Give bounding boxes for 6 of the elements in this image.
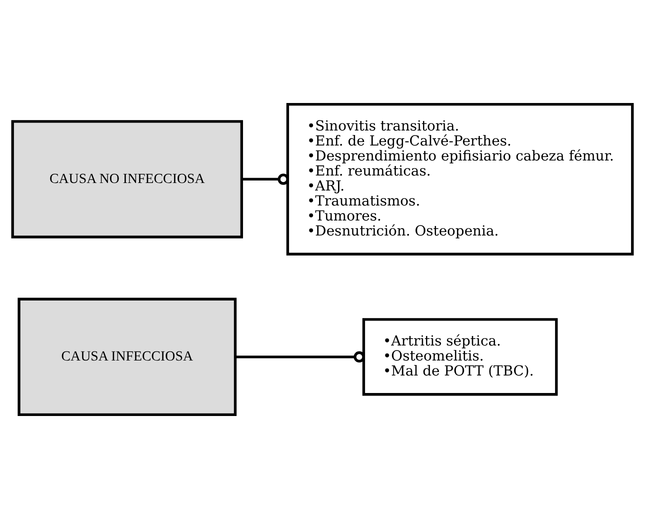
connector (242, 174, 289, 185)
node-box: CAUSA INFECCIOSA (18, 298, 237, 416)
node-box: •Artritis séptica. •Osteomelitis. •Mal de POTT (TBC). (362, 318, 558, 396)
connector (236, 351, 365, 363)
node-box: CAUSA NO INFECCIOSA (11, 120, 244, 238)
node-box: •Sinovitis transitoria. •Enf. de Legg-Calvé-Perthes. •Desprendimiento epifisiario cabeza fémur. •Enf. reumáticas. •ARJ. •Traumatismos. •Tumores. •Desnutrición. Osteopenia. (286, 102, 634, 256)
